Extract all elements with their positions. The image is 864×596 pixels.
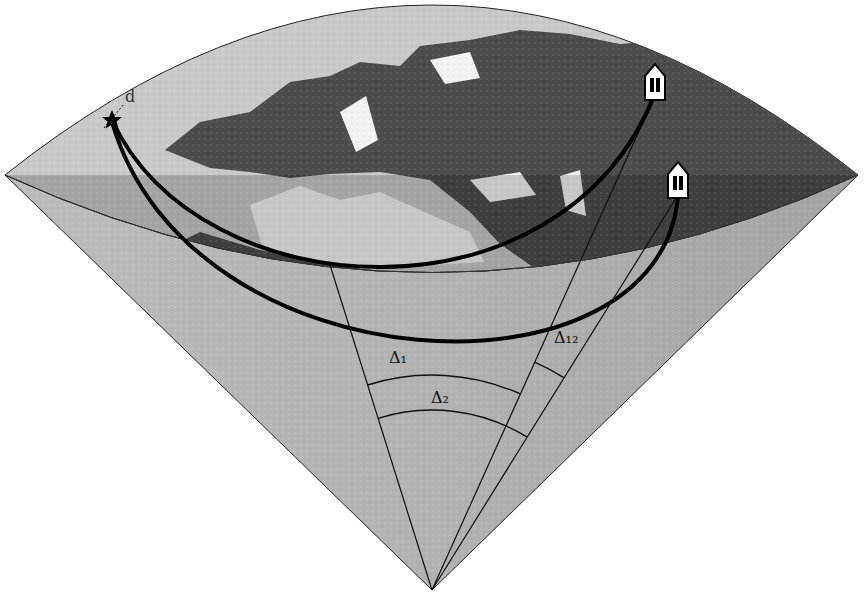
station-icon bbox=[668, 162, 688, 198]
station-icon bbox=[645, 64, 665, 100]
depth-label: d bbox=[125, 89, 135, 105]
angle-label: Δ₂ bbox=[431, 390, 449, 406]
angle-arcs bbox=[368, 362, 565, 437]
ray-paths bbox=[112, 96, 678, 341]
angle-label: Δ₁₂ bbox=[554, 330, 578, 346]
source-star bbox=[102, 110, 122, 129]
continents bbox=[0, 0, 864, 400]
angle-label: Δ₁ bbox=[389, 350, 407, 366]
radius-lines bbox=[330, 100, 678, 590]
